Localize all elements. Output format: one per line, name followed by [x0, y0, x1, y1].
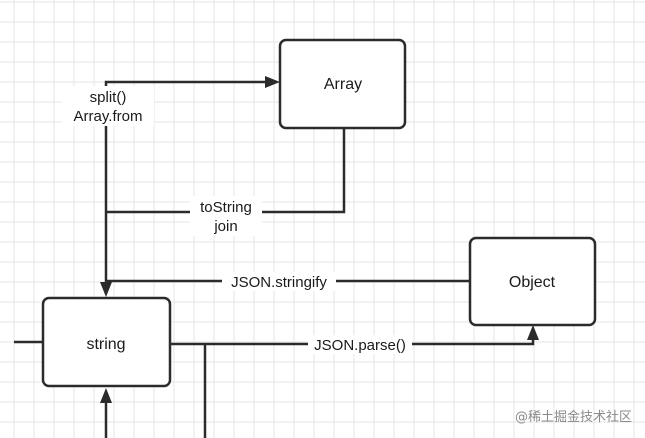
- arrowhead-split: [265, 76, 280, 88]
- edge-label-array-from: Array.from: [74, 108, 143, 125]
- node-array-label: Array: [324, 76, 362, 93]
- node-string-label: string: [86, 336, 125, 353]
- arrowhead-stub-bottom: [100, 388, 112, 403]
- edge-tostring-to-string: [106, 128, 346, 214]
- arrowhead-to-string: [100, 282, 112, 297]
- edge-label-parse: JSON.parse(): [314, 337, 406, 354]
- edge-label-join: join: [213, 218, 237, 235]
- watermark-text: @稀土掘金技术社区: [515, 409, 632, 425]
- node-object-label: Object: [509, 274, 556, 291]
- edge-label-split: split(): [90, 89, 127, 106]
- node-string[interactable]: string: [41, 296, 172, 388]
- edge-labels: split() Array.from toString join JSON.st…: [62, 86, 412, 354]
- arrowhead-parse: [527, 325, 539, 340]
- edge-label-tostring: toString: [200, 199, 252, 216]
- edge-split-to-array: [104, 80, 268, 294]
- edge-label-stringify: JSON.stringify: [231, 274, 327, 291]
- node-array[interactable]: Array: [278, 38, 407, 130]
- node-object[interactable]: Object: [468, 236, 597, 327]
